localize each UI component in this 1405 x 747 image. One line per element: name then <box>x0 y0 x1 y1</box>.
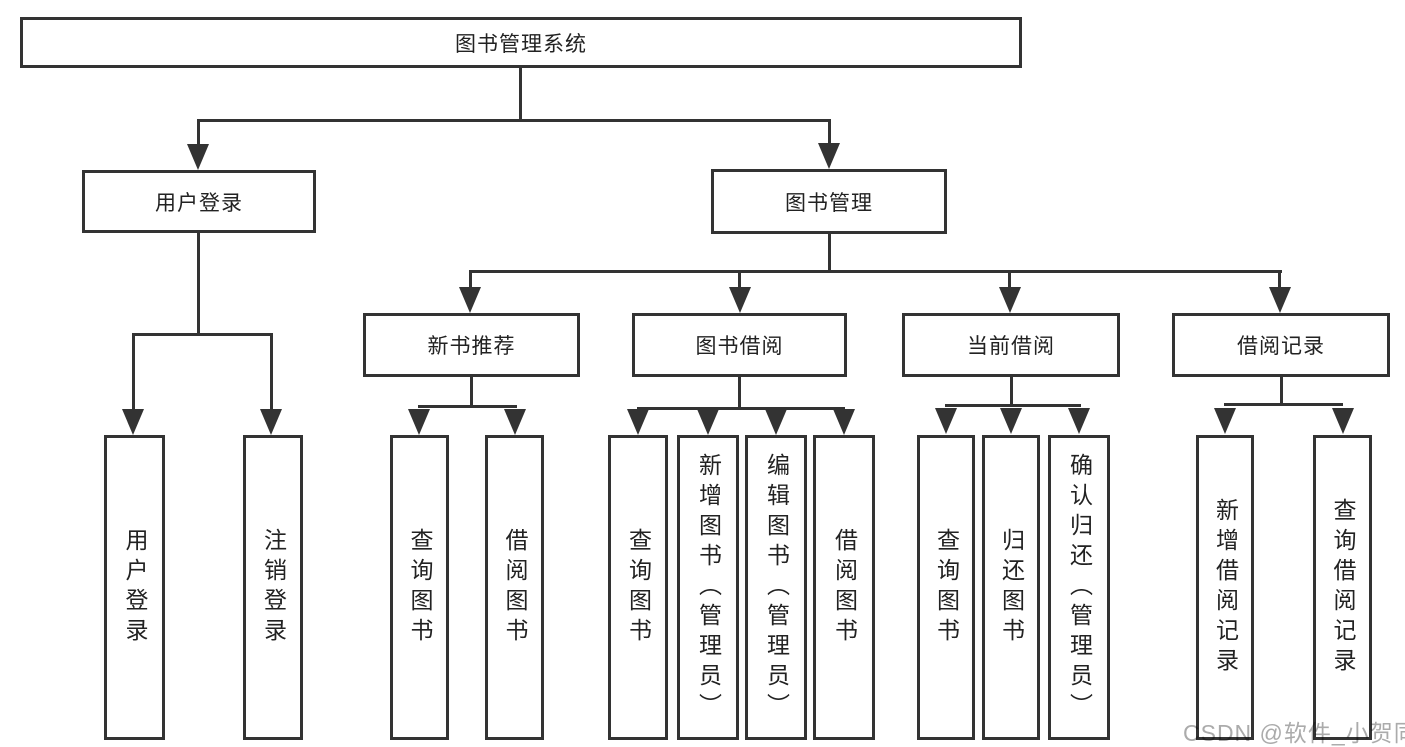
arrow-down-icon <box>1332 408 1354 434</box>
connector-line <box>197 119 831 122</box>
node-root: 图书管理系统 <box>20 17 1022 68</box>
node-borrow-records: 借阅记录 <box>1172 313 1390 377</box>
arrow-down-icon <box>833 409 855 435</box>
leaf-bb-query-books: 查询图书 <box>608 435 668 740</box>
arrow-down-icon <box>999 287 1021 313</box>
node-book-borrow: 图书借阅 <box>632 313 847 377</box>
connector-line <box>1008 270 1011 288</box>
leaf-logout: 注销登录 <box>243 435 303 740</box>
arrow-down-icon <box>1214 408 1236 434</box>
node-current-borrow: 当前借阅 <box>902 313 1120 377</box>
arrow-down-icon <box>122 409 144 435</box>
connector-line <box>1224 403 1343 406</box>
leaf-bb-add-books-admin: 新增图书（管理员） <box>677 435 739 740</box>
leaf-br-query-record: 查询借阅记录 <box>1313 435 1372 740</box>
arrow-down-icon <box>260 409 282 435</box>
leaf-cb-query-books: 查询图书 <box>917 435 975 740</box>
leaf-nb-borrow-books: 借阅图书 <box>485 435 544 740</box>
node-new-book-recommend: 新书推荐 <box>363 313 580 377</box>
leaf-bb-edit-books-admin: 编辑图书（管理员） <box>745 435 807 740</box>
arrow-down-icon <box>1269 287 1291 313</box>
connector-line <box>132 333 273 336</box>
arrow-down-icon <box>504 409 526 435</box>
node-book-mgmt: 图书管理 <box>711 169 947 234</box>
node-user-login: 用户登录 <box>82 170 316 233</box>
connector-line <box>470 377 473 408</box>
leaf-bb-borrow-books: 借阅图书 <box>813 435 875 740</box>
connector-line <box>519 68 522 121</box>
connector-line <box>197 232 200 335</box>
arrow-down-icon <box>627 409 649 435</box>
arrow-down-icon <box>408 409 430 435</box>
leaf-br-add-record: 新增借阅记录 <box>1196 435 1254 740</box>
connector-line <box>469 270 472 288</box>
arrow-down-icon <box>935 408 957 434</box>
arrow-down-icon <box>459 287 481 313</box>
connector-line <box>738 377 741 410</box>
arrow-down-icon <box>1068 408 1090 434</box>
connector-line <box>1010 377 1013 407</box>
arrow-down-icon <box>697 409 719 435</box>
leaf-nb-query-books: 查询图书 <box>390 435 449 740</box>
connector-line <box>1278 270 1281 288</box>
arrow-down-icon <box>729 287 751 313</box>
csdn-watermark: CSDN @软件_小贺同学 <box>1183 720 1405 746</box>
arrow-down-icon <box>765 409 787 435</box>
arrow-down-icon <box>1000 408 1022 434</box>
leaf-cb-return-books: 归还图书 <box>982 435 1040 740</box>
connector-line <box>828 119 831 145</box>
connector-line <box>828 234 831 273</box>
connector-line <box>738 270 741 288</box>
connector-line <box>270 333 273 410</box>
connector-line <box>945 404 1081 407</box>
arrow-down-icon <box>818 143 840 169</box>
leaf-cb-confirm-return-admin: 确认归还（管理员） <box>1048 435 1110 740</box>
connector-line <box>637 407 845 410</box>
connector-line <box>1280 377 1283 406</box>
leaf-user-login: 用户登录 <box>104 435 165 740</box>
arrow-down-icon <box>187 144 209 170</box>
connector-line <box>418 405 517 408</box>
connector-line <box>197 119 200 146</box>
connector-line <box>469 270 1282 273</box>
connector-line <box>132 333 135 410</box>
